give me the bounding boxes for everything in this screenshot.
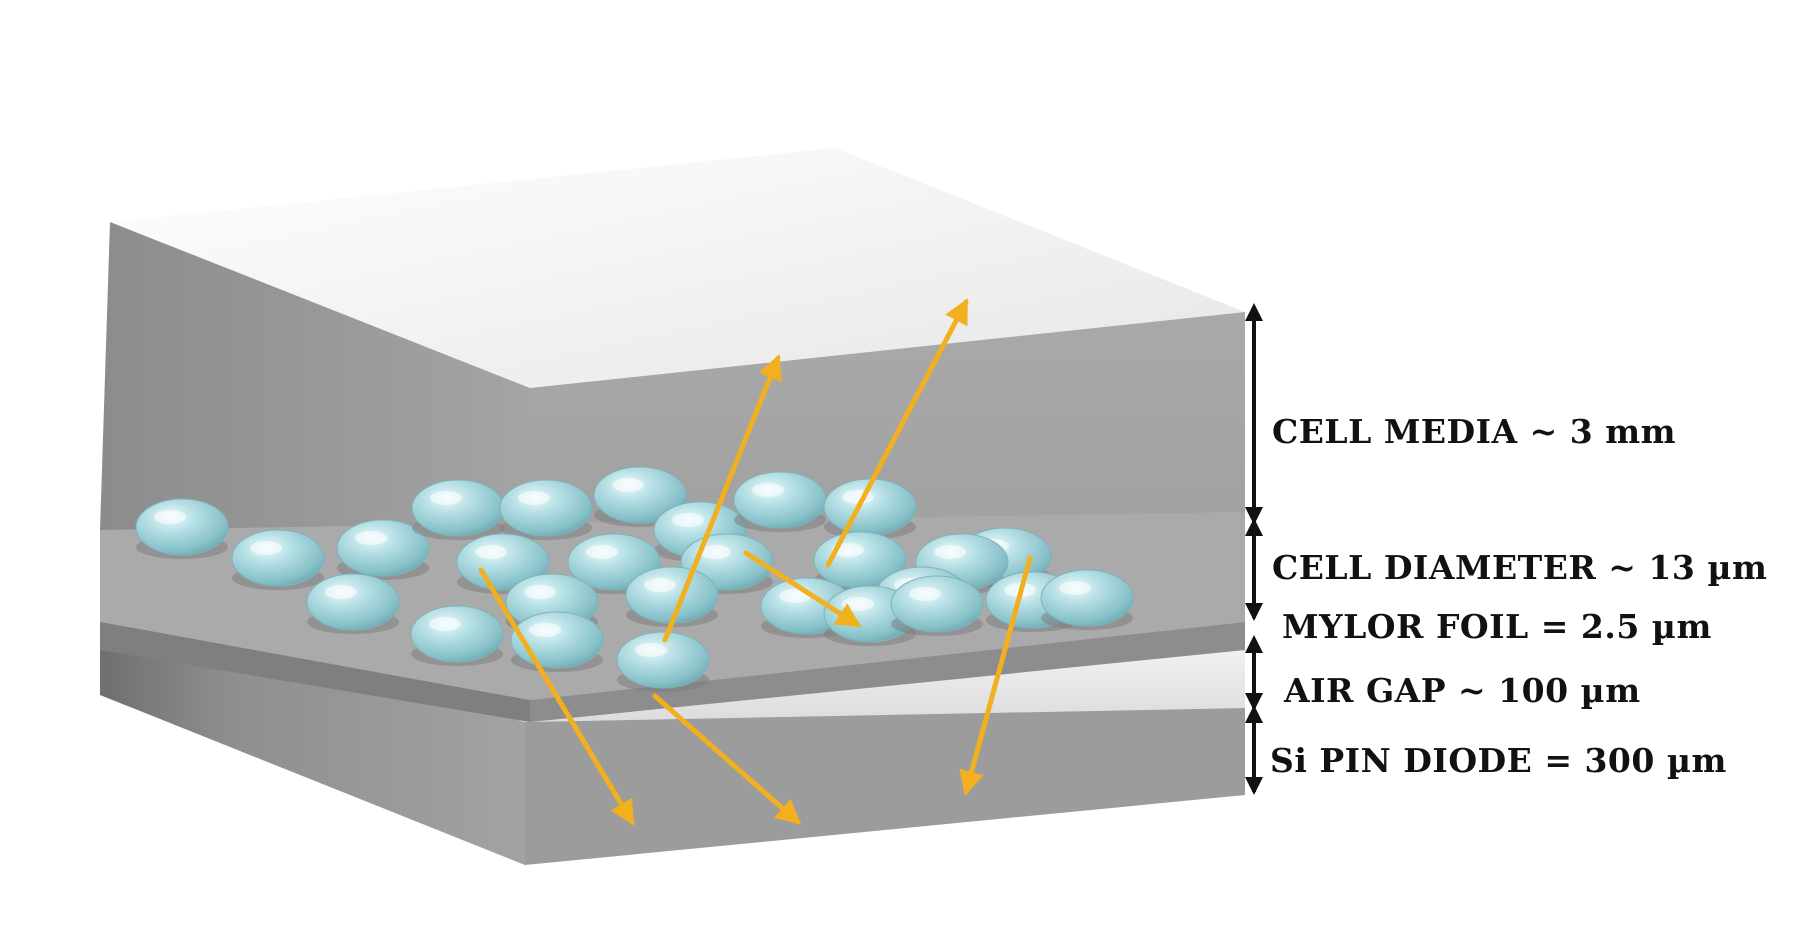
emission-arrows (478, 298, 1033, 826)
emission-arrow (662, 354, 782, 643)
cell (890, 575, 984, 636)
emission-arrow (959, 555, 1033, 797)
foil-bottom-left (100, 622, 530, 722)
media-top-surface (110, 148, 1245, 388)
cell-layer (135, 466, 1134, 692)
cell (306, 573, 400, 634)
cell (411, 479, 505, 540)
cell (733, 471, 827, 532)
cell (616, 631, 710, 692)
label-air-gap: AIR GAP ~ 100 µm (1284, 671, 1641, 710)
cell (1040, 569, 1134, 630)
emission-arrow (743, 550, 862, 628)
emission-arrow (825, 298, 969, 568)
cell (625, 566, 719, 627)
cell (231, 529, 325, 590)
label-cell-diameter: CELL DIAMETER ~ 13 µm (1272, 548, 1768, 587)
label-cell-media: CELL MEDIA ~ 3 mm (1272, 412, 1677, 451)
cell (135, 498, 229, 559)
emission-arrow (652, 693, 802, 825)
foil-bottom-front (530, 622, 1245, 722)
cell (499, 479, 593, 540)
label-mylor-foil: MYLOR FOIL = 2.5 µm (1282, 607, 1712, 646)
diode-left-face (100, 612, 525, 865)
emission-arrow (478, 567, 635, 826)
cell (456, 533, 550, 594)
diode-front-face (525, 708, 1245, 865)
label-si-pin-diode: Si PIN DIODE = 300 µm (1270, 741, 1727, 780)
cell (336, 519, 430, 580)
cell (410, 605, 504, 666)
